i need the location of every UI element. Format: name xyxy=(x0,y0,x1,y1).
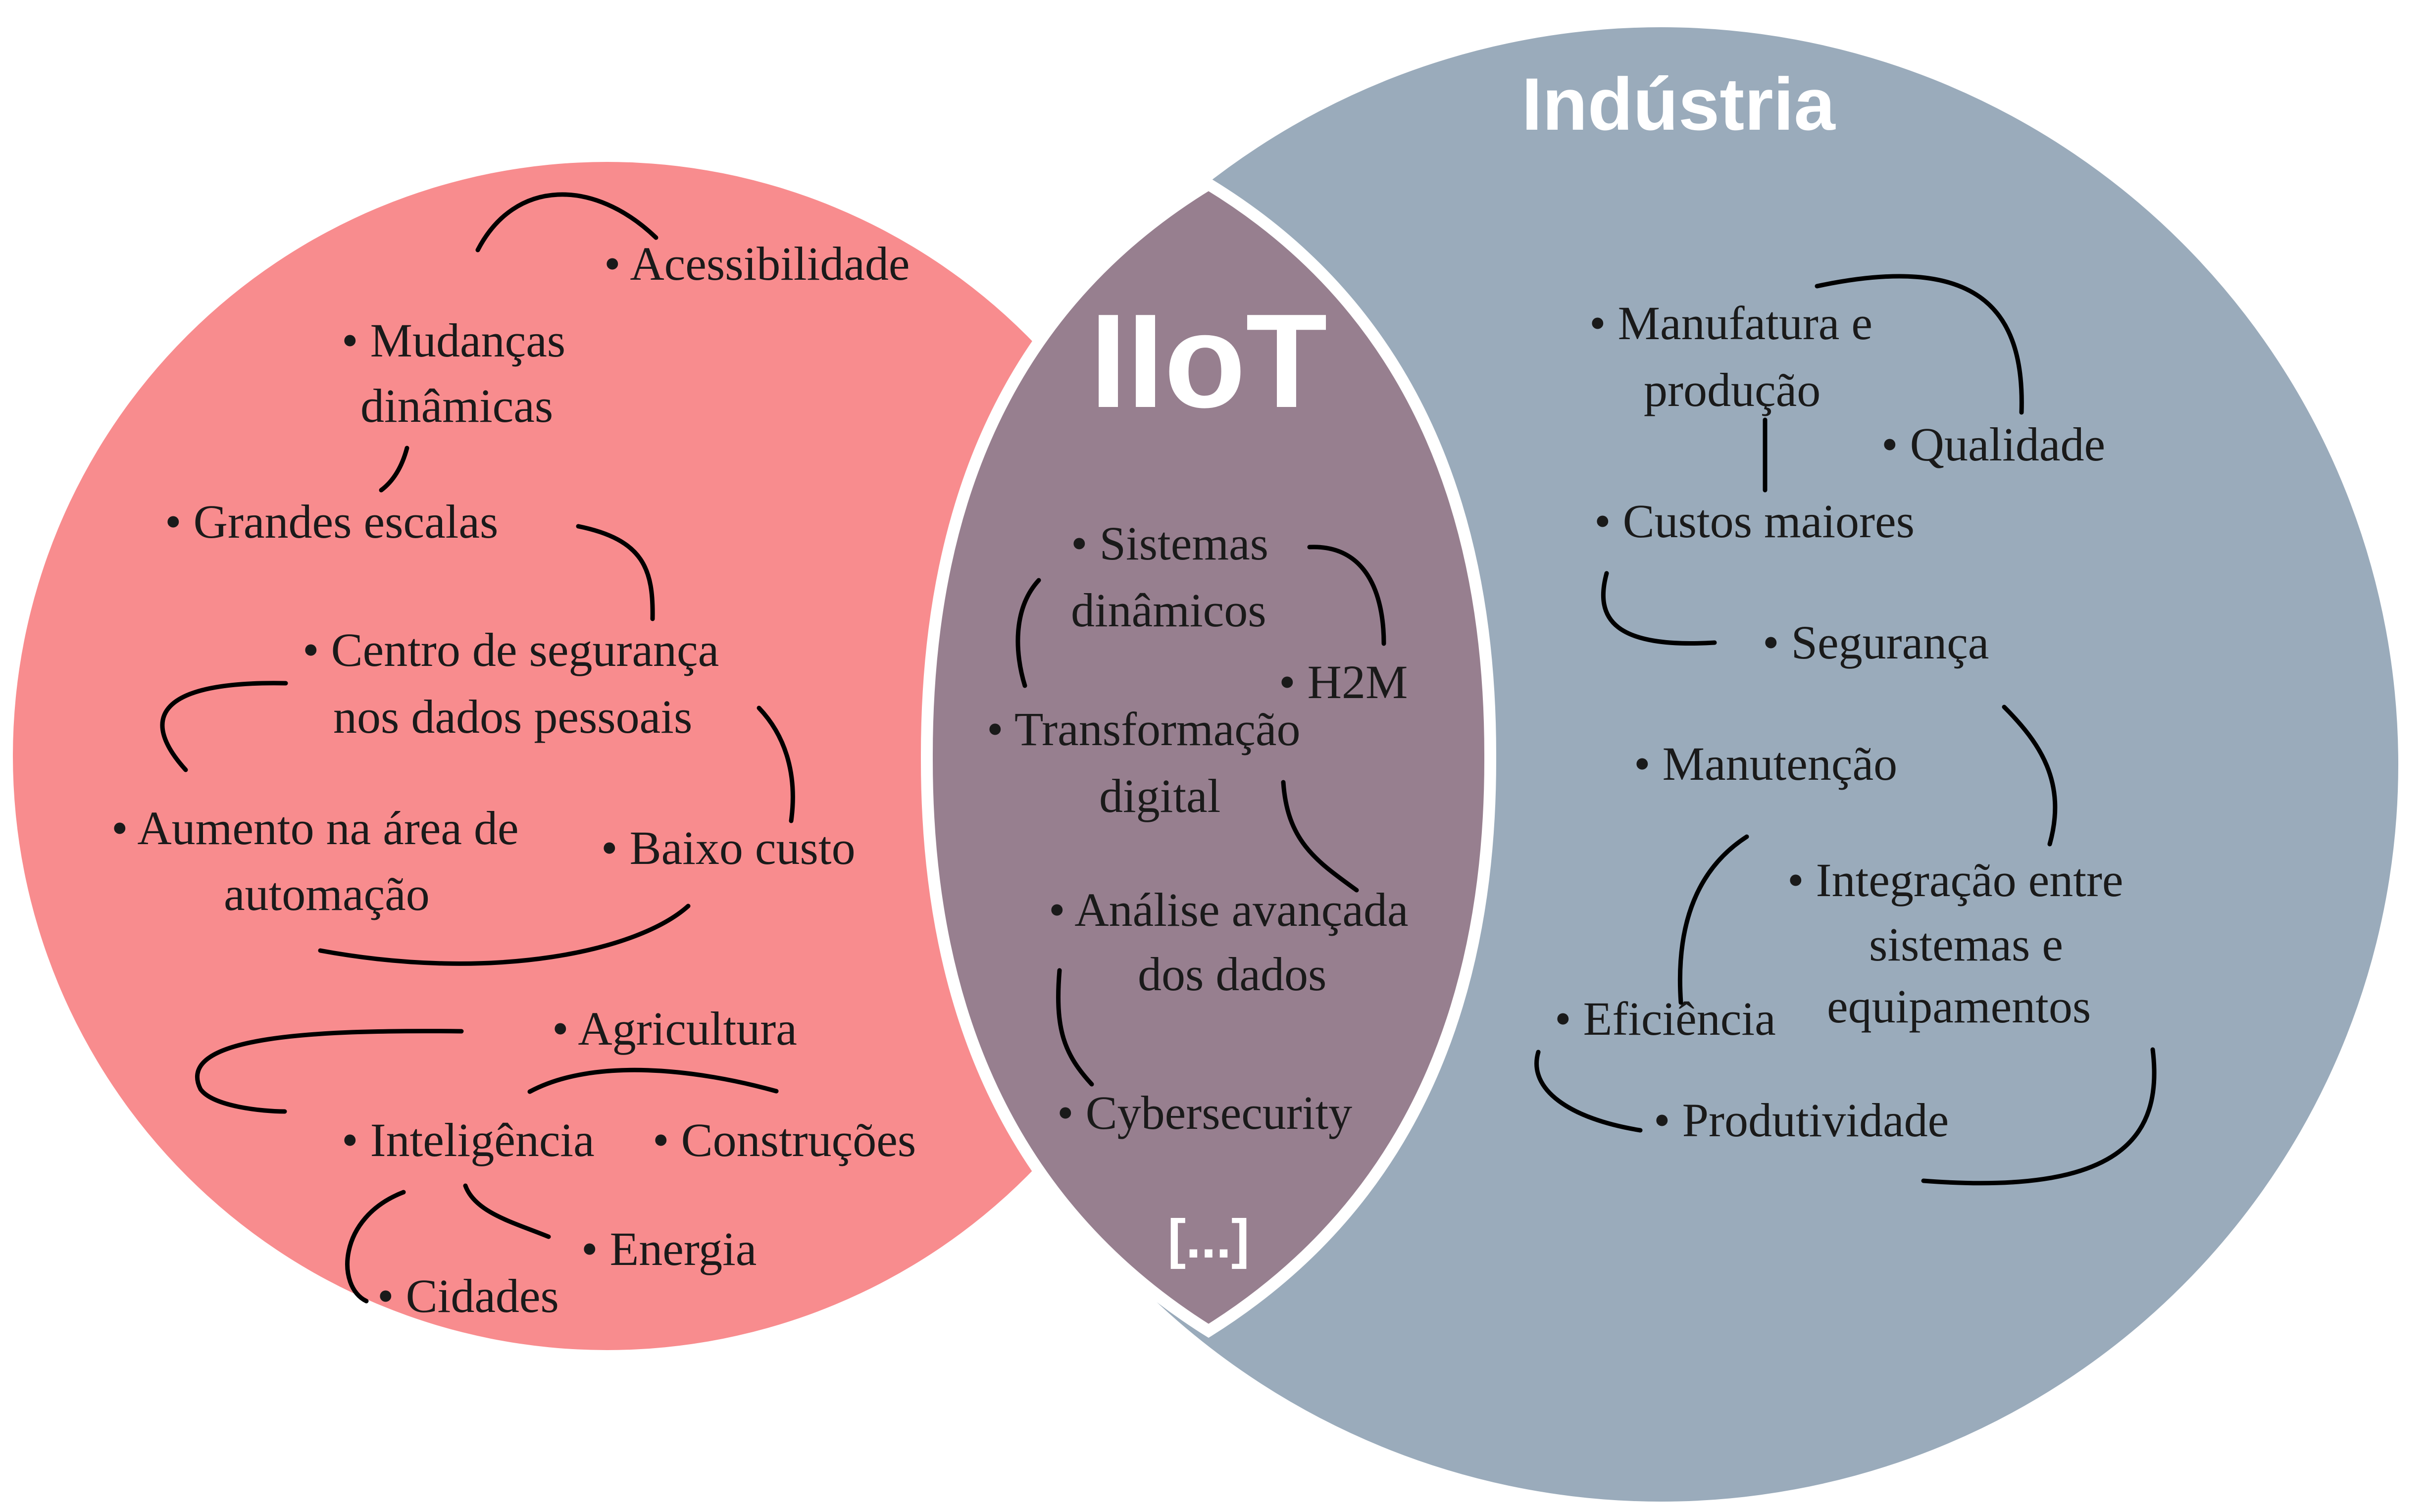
connector-line xyxy=(1015,578,1041,688)
connector-line xyxy=(463,1183,551,1239)
industria-item-integracao-line3: equipamentos xyxy=(1827,980,2091,1033)
iot-item-cidades: • Cidades xyxy=(377,1269,559,1322)
iiot-item-sistemas-line2: dinâmicos xyxy=(1071,584,1266,637)
connector-line xyxy=(1601,571,1717,646)
iot-item-centro-seguranca-line2: nos dados pessoais xyxy=(333,690,692,743)
iiot-item-analise: • Análise avançada xyxy=(1049,883,1409,936)
industria-item-produtividade: • Produtividade xyxy=(1654,1094,1949,1147)
connector-line xyxy=(1677,834,1749,1005)
industria-item-qualidade: • Qualidade xyxy=(1881,418,2105,471)
iiot-item-h2m: • H2M xyxy=(1279,655,1408,708)
iot-item-automacao: • Aumento na área de xyxy=(111,802,519,855)
iot-item-grandes-escalas: • Grandes escalas xyxy=(165,495,498,548)
industria-item-integracao: • Integração entre xyxy=(1787,854,2124,907)
connector-line xyxy=(345,1190,406,1304)
connector-line xyxy=(1307,545,1386,646)
industria-item-custos-maiores: • Custos maiores xyxy=(1594,495,1915,548)
connector-line xyxy=(475,192,658,252)
connector-line xyxy=(1921,1047,2157,1186)
connector-line xyxy=(757,706,795,823)
industria-title: Indústria xyxy=(1521,62,1836,146)
iot-item-centro-seguranca: • Centro de segurança xyxy=(303,623,719,676)
connector-line xyxy=(1815,274,2024,415)
iiot-item-cybersecurity: • Cybersecurity xyxy=(1057,1086,1352,1139)
iot-item-agricultura: • Agricultura xyxy=(552,1002,797,1055)
iot-item-mudancas-line2: dinâmicas xyxy=(360,379,553,432)
iiot-ellipsis: [...] xyxy=(1168,1209,1250,1269)
industria-item-seguranca: • Segurança xyxy=(1763,616,1989,669)
industria-item-eficiencia: • Eficiência xyxy=(1555,992,1776,1045)
iot-circle-fill-ellipse xyxy=(13,162,1201,1350)
iiot-item-analise-line2: dos dados xyxy=(1138,948,1326,1001)
iiot-item-transformacao: • Transformação xyxy=(987,703,1301,756)
industria-item-manufatura: • Manufatura e xyxy=(1589,297,1872,350)
industria-item-manufatura-line2: produção xyxy=(1644,363,1820,416)
industria-item-manutencao: • Manutenção xyxy=(1634,737,1897,790)
iot-title: IoT xyxy=(696,62,808,146)
iot-item-acessibilidade: • Acessibilidade xyxy=(604,237,910,290)
industria-item-integracao-line2: sistemas e xyxy=(1869,918,2063,971)
connector-line xyxy=(576,524,655,621)
iiot-item-transformacao-line2: digital xyxy=(1099,769,1220,822)
connector-line xyxy=(1281,780,1359,893)
iot-item-mudancas: • Mudanças xyxy=(342,314,565,367)
connector-line xyxy=(318,904,691,966)
connector-line xyxy=(527,1067,779,1094)
connector-line xyxy=(379,446,409,493)
iot-item-energia: • Energia xyxy=(581,1222,757,1275)
connector-line xyxy=(1534,1050,1643,1133)
connector-line xyxy=(195,1029,464,1114)
connector-line xyxy=(2002,705,2058,847)
iiot-title: IIoT xyxy=(1090,287,1327,436)
iot-item-baixo-custo: • Baixo custo xyxy=(601,821,856,874)
iot-item-construcoes: • Construções xyxy=(653,1113,916,1166)
iiot-item-sistemas: • Sistemas xyxy=(1071,517,1268,570)
connector-line xyxy=(1056,968,1094,1087)
iot-item-inteligencia: • Inteligência xyxy=(342,1113,595,1166)
connector-line xyxy=(160,681,288,772)
iot-item-automacao-line2: automação xyxy=(224,867,430,920)
